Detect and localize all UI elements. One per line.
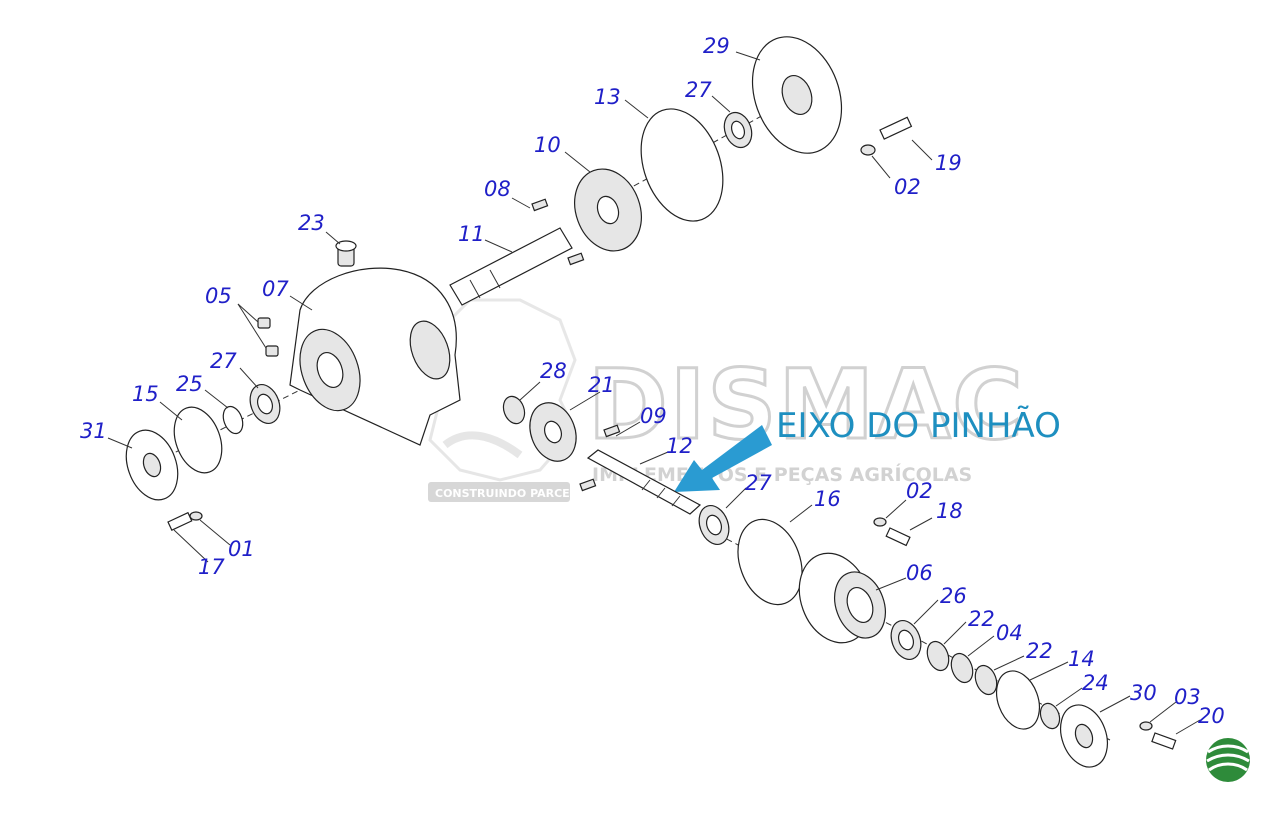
label-24: 24 bbox=[1082, 671, 1109, 695]
label-27-left: 27 bbox=[210, 349, 237, 373]
part-26-bearing bbox=[890, 620, 922, 660]
label-15: 15 bbox=[132, 382, 159, 406]
label-17: 17 bbox=[198, 555, 225, 579]
part-27-bearing-left bbox=[249, 384, 281, 424]
label-22-a: 22 bbox=[968, 607, 995, 631]
label-31: 31 bbox=[80, 419, 107, 443]
label-13: 13 bbox=[594, 85, 621, 109]
part-17-bolt bbox=[167, 511, 193, 531]
label-22-b: 22 bbox=[1026, 639, 1053, 663]
label-30: 30 bbox=[1130, 681, 1157, 705]
label-19: 19 bbox=[935, 151, 962, 175]
part-20-bolt bbox=[1151, 732, 1177, 750]
leader-lines bbox=[107, 51, 1201, 735]
label-23: 23 bbox=[298, 211, 325, 235]
label-02-mid: 02 bbox=[906, 479, 933, 503]
watermark-tag-bg bbox=[428, 482, 570, 502]
part-10-flange bbox=[574, 168, 642, 252]
part-07-housing bbox=[289, 267, 461, 446]
part-27-bearing-pinion bbox=[698, 505, 730, 545]
part-28-seal bbox=[502, 395, 526, 425]
callout-text: EIXO DO PINHÃO bbox=[776, 406, 1061, 446]
label-08: 08 bbox=[484, 177, 511, 201]
part-27-bearing-top bbox=[723, 111, 753, 149]
label-07: 07 bbox=[262, 277, 289, 301]
watermark-tagline: CONSTRUINDO PARCERIAS bbox=[435, 487, 599, 500]
label-26: 26 bbox=[940, 584, 967, 608]
part-05-plug-b bbox=[265, 345, 279, 357]
label-25: 25 bbox=[176, 372, 203, 396]
label-12: 12 bbox=[666, 434, 693, 458]
part-11-shaft bbox=[449, 227, 573, 306]
part-01-washer bbox=[189, 511, 203, 521]
label-05: 05 bbox=[205, 284, 232, 308]
part-05-plug-a bbox=[257, 317, 271, 329]
part-09-key-lower bbox=[579, 478, 597, 492]
callout: EIXO DO PINHÃO bbox=[674, 406, 1061, 492]
label-10: 10 bbox=[534, 133, 561, 157]
corner-logo-icon bbox=[1206, 738, 1250, 782]
label-09: 09 bbox=[640, 404, 667, 428]
part-18-bolt bbox=[885, 527, 911, 547]
part-25-ring bbox=[222, 405, 244, 435]
part-21-gear bbox=[529, 402, 577, 462]
part-22-ring-a bbox=[926, 640, 950, 672]
part-24-seal bbox=[1039, 702, 1061, 730]
part-02-washer-mid bbox=[873, 517, 887, 527]
label-28: 28 bbox=[540, 359, 567, 383]
callout-arrow-icon bbox=[674, 425, 772, 492]
part-31-cover bbox=[125, 429, 179, 501]
part-labels: 29 13 27 19 02 10 08 23 11 05 07 27 28 2… bbox=[80, 34, 1225, 728]
label-27-top: 27 bbox=[685, 78, 712, 102]
part-30-cover bbox=[1060, 704, 1108, 768]
part-15-gasket bbox=[173, 406, 223, 474]
label-27-pinion: 27 bbox=[745, 471, 772, 495]
part-16-gasket bbox=[737, 518, 803, 606]
part-08-key-lower bbox=[567, 252, 585, 266]
label-06: 06 bbox=[906, 561, 933, 585]
part-09-key bbox=[603, 424, 621, 438]
part-03-washer bbox=[1139, 721, 1153, 731]
part-13-gasket bbox=[640, 108, 724, 222]
part-14-gasket bbox=[995, 670, 1041, 730]
part-08-key bbox=[531, 198, 549, 212]
part-23-plug bbox=[335, 240, 357, 267]
label-18: 18 bbox=[936, 499, 963, 523]
part-06-bearing-housing bbox=[798, 552, 886, 644]
watermark-brand: DISMAC bbox=[588, 349, 1025, 461]
label-11: 11 bbox=[458, 222, 485, 246]
label-20: 20 bbox=[1198, 704, 1225, 728]
part-19-bolt bbox=[879, 116, 913, 140]
label-29: 29 bbox=[703, 34, 730, 58]
label-21: 21 bbox=[588, 373, 615, 397]
label-16: 16 bbox=[814, 487, 841, 511]
label-02-top: 02 bbox=[894, 175, 921, 199]
label-04: 04 bbox=[996, 621, 1023, 645]
label-14: 14 bbox=[1068, 647, 1095, 671]
part-12-pinion-shaft bbox=[586, 449, 702, 515]
part-22-ring-b bbox=[974, 664, 998, 696]
label-01: 01 bbox=[228, 537, 255, 561]
part-02-washer-top bbox=[860, 144, 876, 156]
part-04-ring bbox=[950, 652, 974, 684]
label-03: 03 bbox=[1174, 685, 1201, 709]
part-29-cover bbox=[751, 36, 843, 154]
